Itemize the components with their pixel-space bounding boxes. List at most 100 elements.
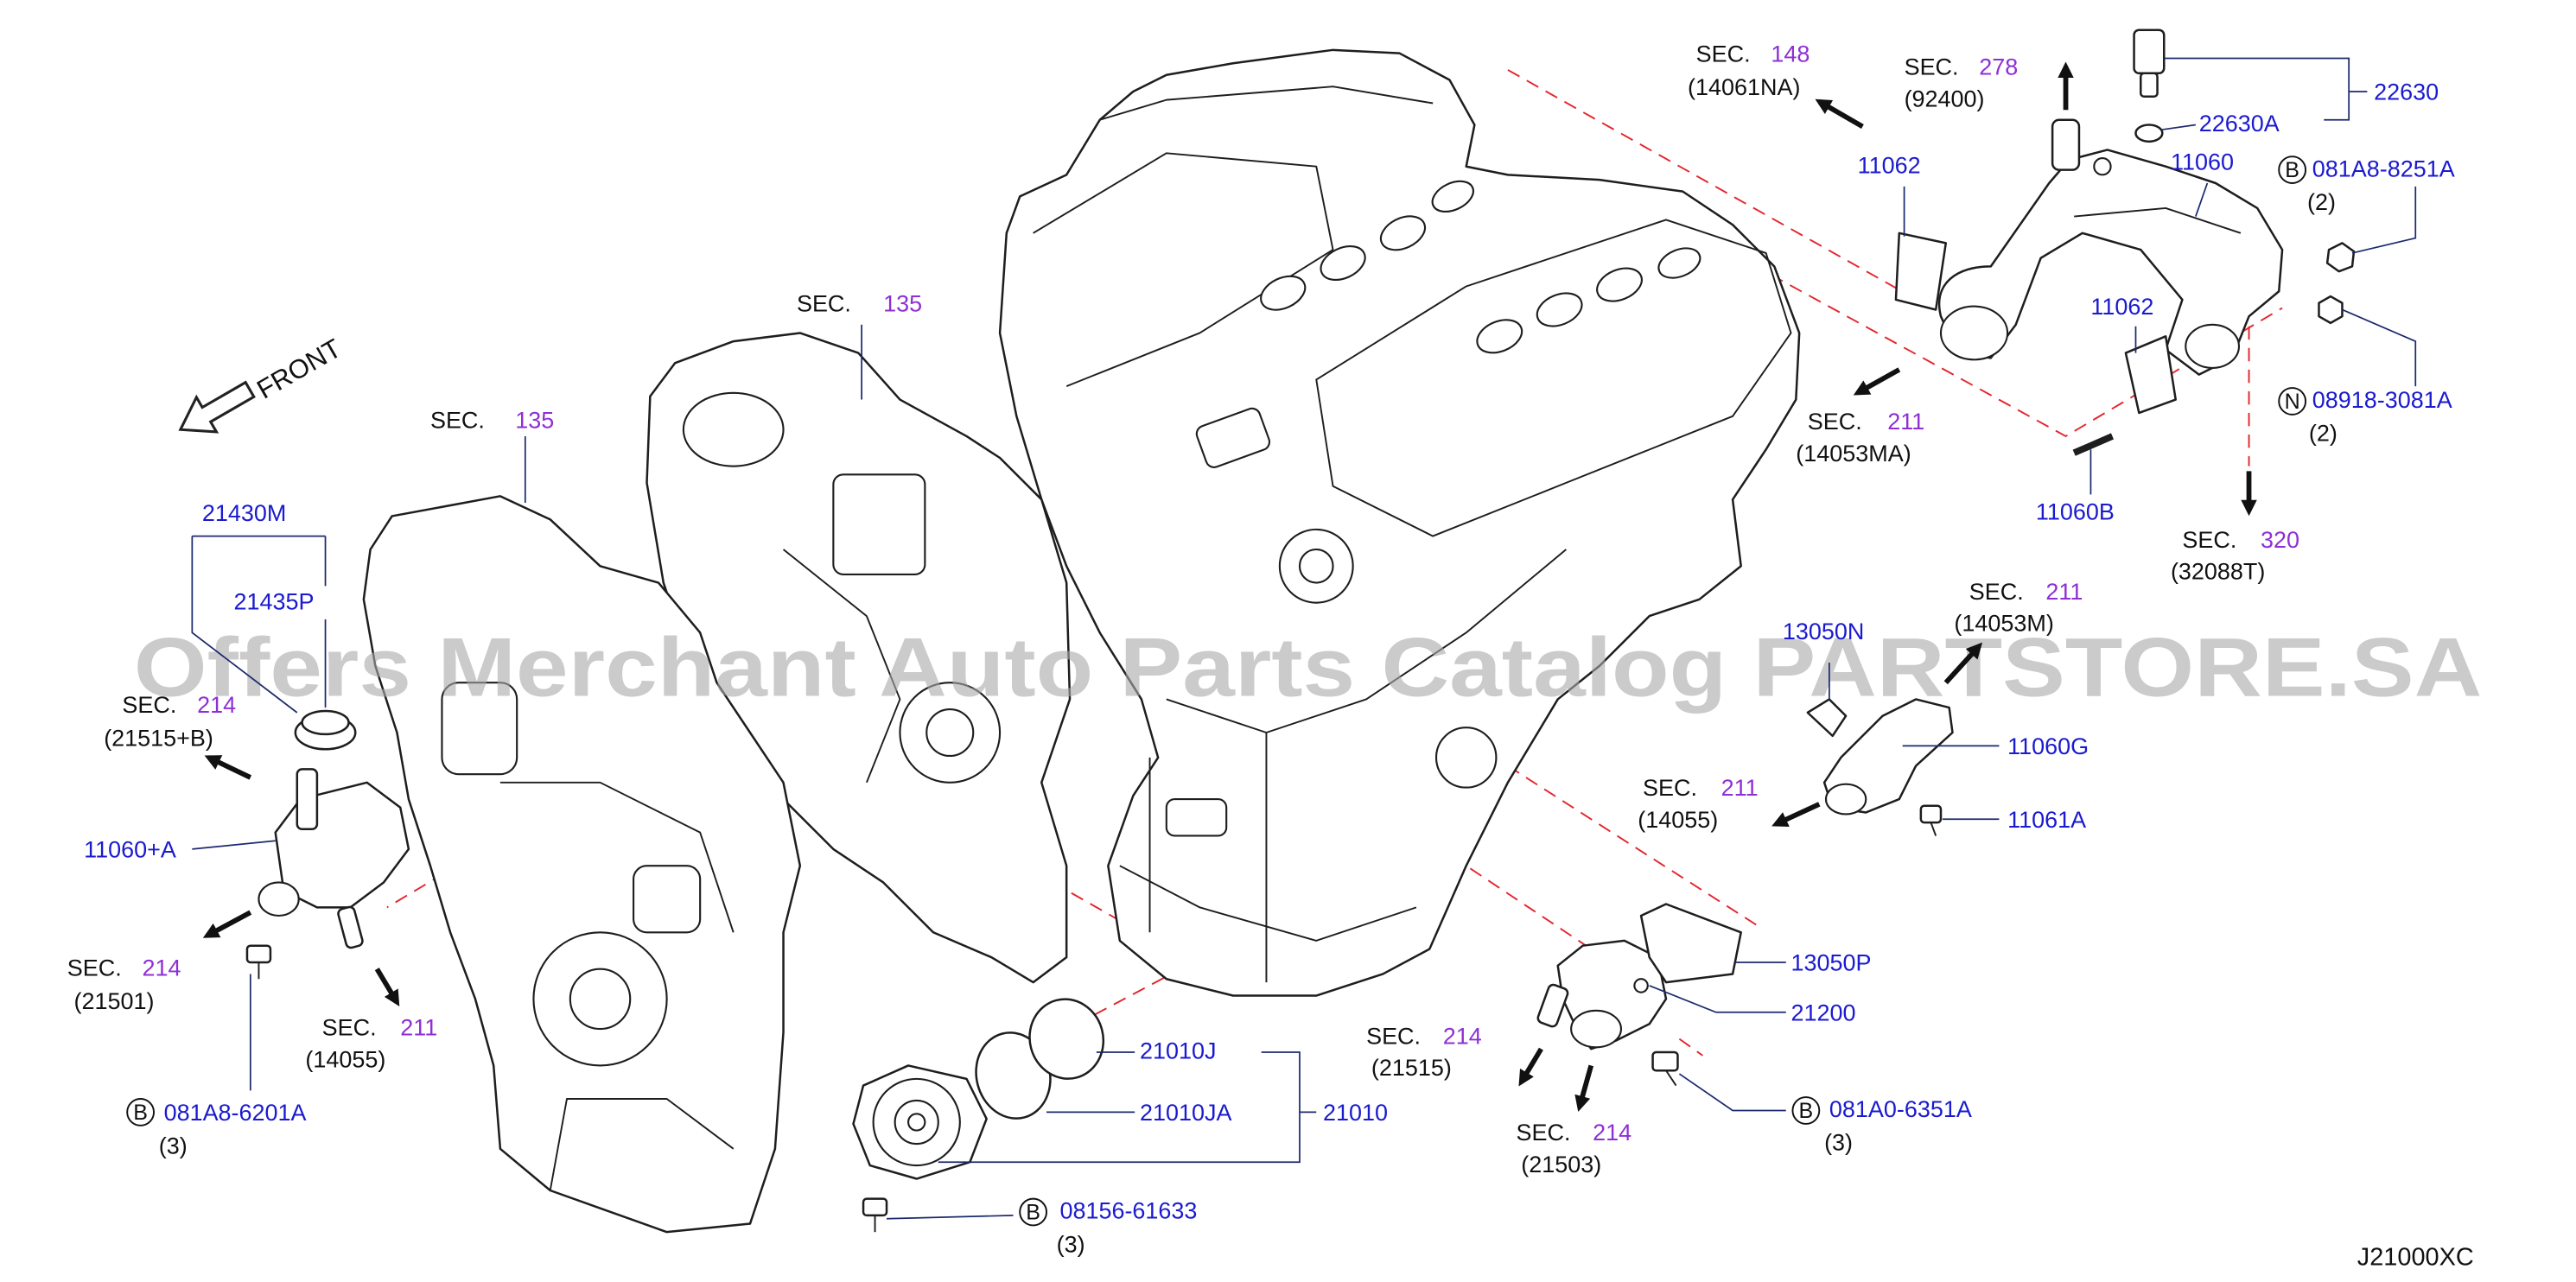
callout-sec-214-21515b[interactable]: SEC. 214 (21515+B) bbox=[104, 692, 236, 752]
arrow-sec-211-14053m bbox=[1943, 642, 1983, 685]
gasket-11062-upper bbox=[1894, 232, 1948, 311]
fastener-number[interactable]: 081A8-6201A bbox=[164, 1100, 307, 1126]
mark-letter: B bbox=[133, 1101, 148, 1125]
fastener-number[interactable]: 081A0-6351A bbox=[1829, 1096, 1972, 1122]
fastener-08156-61633[interactable]: B 08156-61633 (3) bbox=[1019, 1197, 1197, 1258]
mark-circle bbox=[1019, 1197, 1048, 1227]
part-label-22630a[interactable]: 22630A bbox=[2199, 111, 2280, 136]
mark-letter: B bbox=[1799, 1099, 1814, 1123]
part-label-21010[interactable]: 21010 bbox=[1323, 1100, 1388, 1126]
sec-number[interactable]: 135 bbox=[515, 407, 554, 433]
sec-label: SEC. bbox=[1366, 1023, 1421, 1049]
sec-reference: (32088T) bbox=[2171, 559, 2265, 585]
fastener-qty: (3) bbox=[1824, 1130, 1853, 1156]
part-label-21010j[interactable]: 21010J bbox=[1140, 1038, 1216, 1064]
fastener-081a8-8251a[interactable]: B 081A8-8251A (2) bbox=[2278, 155, 2455, 215]
mark-circle bbox=[2278, 387, 2307, 416]
fastener-081a0-6351a[interactable]: B 081A0-6351A (3) bbox=[1791, 1096, 1972, 1156]
water-outlet-11060g bbox=[1822, 698, 1954, 816]
sec-number[interactable]: 320 bbox=[2261, 527, 2299, 553]
sec-label: SEC. bbox=[67, 955, 122, 981]
callout-sec-148[interactable]: SEC. 148 (14061NA) bbox=[1688, 41, 1810, 100]
sec-number[interactable]: 214 bbox=[1443, 1023, 1482, 1049]
callout-sec-211-14053ma[interactable]: SEC. 211 (14053MA) bbox=[1796, 409, 1924, 466]
diagram-code: J21000XC bbox=[2357, 1244, 2474, 1272]
mark-circle bbox=[1791, 1096, 1821, 1125]
fastener-08918-3081a[interactable]: N 08918-3081A (2) bbox=[2278, 387, 2452, 447]
timing-front-cover bbox=[362, 495, 802, 1234]
arrow-sec-211-14055-right bbox=[1771, 802, 1821, 827]
part-label-11062-lower[interactable]: 11062 bbox=[2090, 294, 2153, 320]
sec-number[interactable]: 135 bbox=[883, 290, 922, 316]
part-label-21430m[interactable]: 21430M bbox=[202, 500, 286, 526]
sec-label: SEC. bbox=[1643, 775, 1697, 801]
sec-label: SEC. bbox=[797, 290, 851, 316]
sec-label: SEC. bbox=[1808, 409, 1862, 435]
sec-reference: (14053MA) bbox=[1796, 441, 1911, 466]
sec-label: SEC. bbox=[430, 407, 485, 433]
part-label-11060[interactable]: 11060 bbox=[2171, 149, 2234, 175]
sec-number[interactable]: 214 bbox=[197, 692, 236, 718]
mark-letter: B bbox=[2285, 158, 2299, 182]
sec-number[interactable]: 148 bbox=[1771, 41, 1810, 67]
sec-label: SEC. bbox=[1696, 41, 1751, 67]
callout-sec-214-21501[interactable]: SEC. 214 (21501) bbox=[67, 955, 181, 1014]
sec-number[interactable]: 211 bbox=[1721, 775, 1759, 801]
sec-reference: (92400) bbox=[1905, 86, 1985, 111]
part-label-21010ja[interactable]: 21010JA bbox=[1140, 1100, 1231, 1126]
sec-number[interactable]: 211 bbox=[2045, 579, 2083, 605]
arrow-sec-214-21515 bbox=[1518, 1047, 1543, 1087]
water-outlet-11060-a bbox=[258, 768, 410, 949]
fastener-number[interactable]: 081A8-8251A bbox=[2312, 155, 2455, 181]
part-label-13050p[interactable]: 13050P bbox=[1791, 950, 1872, 976]
fastener-qty: (2) bbox=[2309, 421, 2337, 447]
nut-08918-3081a bbox=[2318, 295, 2344, 325]
sec-number[interactable]: 214 bbox=[1593, 1120, 1631, 1146]
fastener-number[interactable]: 08918-3081A bbox=[2312, 387, 2452, 413]
callout-sec-214-21503[interactable]: SEC. 214 (21503) bbox=[1517, 1120, 1632, 1177]
part-label-11060g[interactable]: 11060G bbox=[2007, 733, 2089, 759]
arrow-sec-214-21515b bbox=[204, 755, 252, 780]
arrow-sec-214-21501 bbox=[202, 910, 252, 938]
sec-number[interactable]: 214 bbox=[143, 955, 181, 981]
front-label: FRONT bbox=[251, 333, 347, 404]
leader-lines bbox=[191, 57, 2417, 1220]
part-label-11060b[interactable]: 11060B bbox=[2036, 498, 2115, 524]
sec-number[interactable]: 211 bbox=[1887, 409, 1924, 435]
water-outlet-pipe-11060 bbox=[1938, 118, 2284, 376]
part-label-21200[interactable]: 21200 bbox=[1791, 1000, 1856, 1025]
callout-sec-211-14053m[interactable]: SEC. 211 (14053M) bbox=[1954, 579, 2083, 637]
sec-label: SEC. bbox=[322, 1015, 377, 1041]
fastener-081a8-6201a[interactable]: B 081A8-6201A (3) bbox=[126, 1098, 307, 1159]
fastener-number[interactable]: 08156-61633 bbox=[1059, 1198, 1197, 1224]
sec-number[interactable]: 211 bbox=[400, 1015, 437, 1041]
part-label-21435p[interactable]: 21435P bbox=[234, 588, 315, 614]
part-label-11061a[interactable]: 11061A bbox=[2007, 807, 2086, 833]
part-label-11060-a[interactable]: 11060+A bbox=[84, 837, 176, 863]
callout-sec-135-lower[interactable]: SEC. 135 bbox=[430, 407, 554, 433]
part-label-22630[interactable]: 22630 bbox=[2374, 79, 2439, 105]
thermostat-housing bbox=[1536, 939, 1668, 1050]
part-number-labels: 22630 22630A 11062 11060 11062 11060B 21… bbox=[84, 79, 2439, 1126]
stud-11060b bbox=[2072, 433, 2115, 456]
bolt-081a8-8251a bbox=[2325, 242, 2356, 273]
arrow-sec-211-14053ma bbox=[1853, 367, 1901, 396]
callout-sec-211-14055-right[interactable]: SEC. 211 (14055) bbox=[1638, 775, 1758, 833]
callout-sec-278[interactable]: SEC. 278 (92400) bbox=[1905, 54, 2019, 112]
bolt-081a0-6351a bbox=[1651, 1050, 1679, 1087]
callout-sec-320[interactable]: SEC. 320 (32088T) bbox=[2171, 527, 2299, 585]
sec-reference: (14053M) bbox=[1954, 610, 2053, 636]
part-label-13050n[interactable]: 13050N bbox=[1783, 619, 1864, 644]
sec-number[interactable]: 278 bbox=[1979, 54, 2018, 80]
bolt-081a8-6201a bbox=[245, 944, 272, 980]
callout-sec-135-upper[interactable]: SEC. 135 bbox=[797, 290, 922, 316]
sec-label: SEC. bbox=[1905, 54, 1959, 80]
fastener-qty: (3) bbox=[159, 1133, 188, 1159]
bolt-11061a bbox=[1919, 804, 1943, 836]
sec-label: SEC. bbox=[2182, 527, 2236, 553]
sec-label: SEC. bbox=[1517, 1120, 1571, 1146]
callout-sec-214-21515[interactable]: SEC. 214 (21515) bbox=[1366, 1023, 1482, 1081]
part-label-11062-upper[interactable]: 11062 bbox=[1858, 152, 1921, 178]
mark-circle bbox=[126, 1098, 155, 1127]
callout-sec-211-14055-left[interactable]: SEC. 211 (14055) bbox=[305, 1015, 437, 1073]
